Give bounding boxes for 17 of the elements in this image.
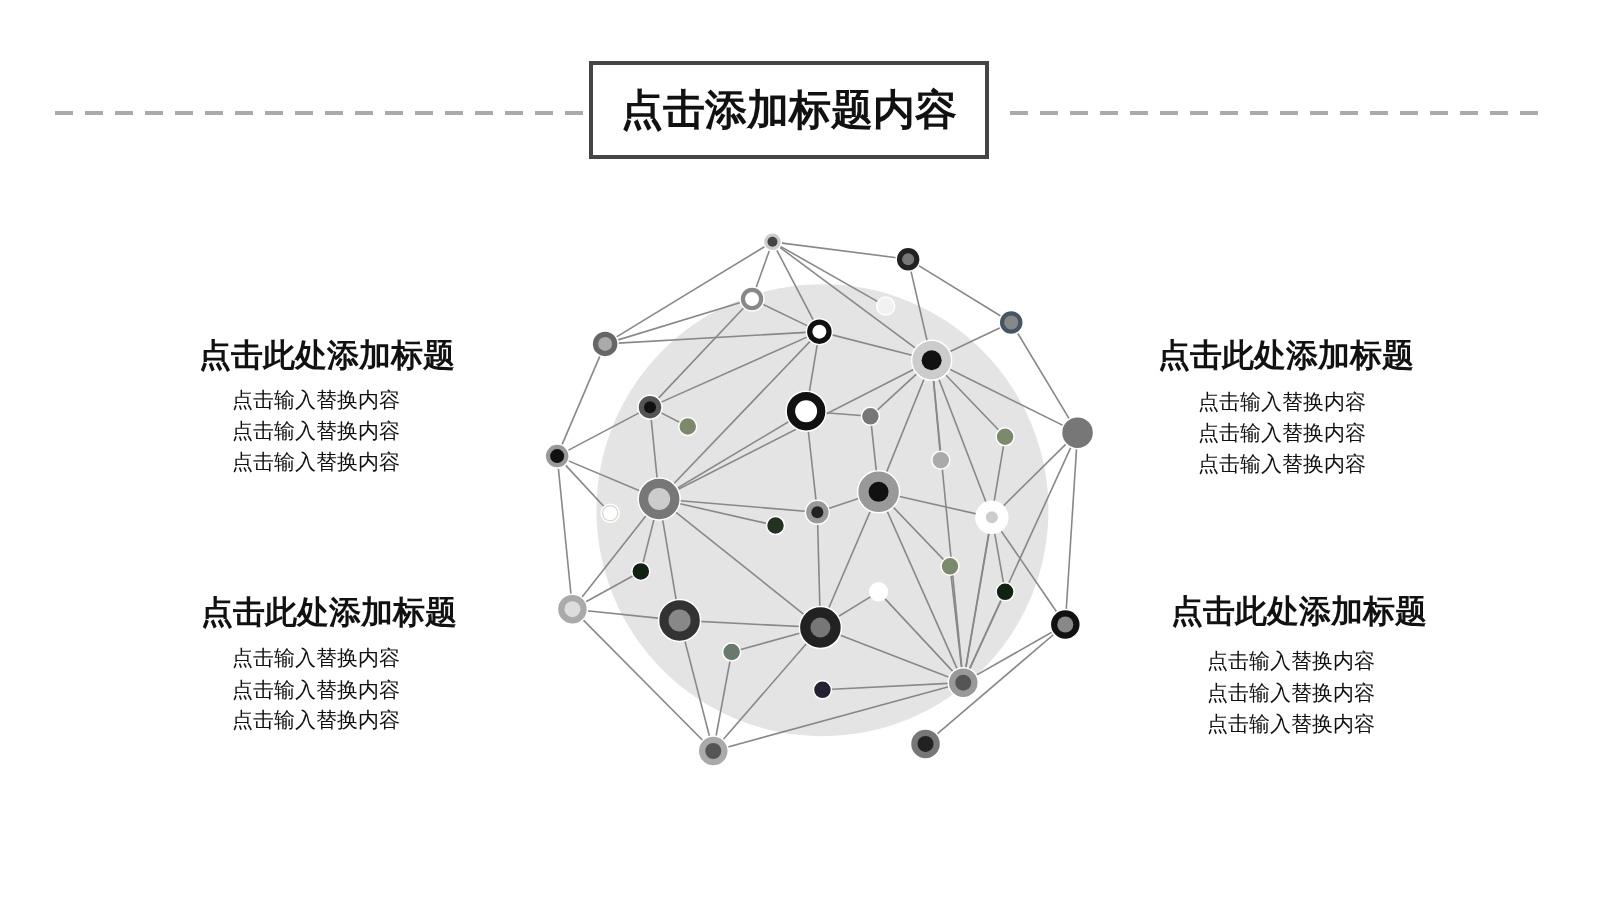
body-text: 点击输入替换内容 — [1198, 451, 1366, 478]
body-text: 点击输入替换内容 — [232, 645, 400, 672]
section-heading: 点击此处添加标题 — [201, 592, 457, 633]
body-text: 点击输入替换内容 — [1198, 420, 1366, 447]
body-text: 点击输入替换内容 — [232, 677, 400, 704]
body-text: 点击输入替换内容 — [1207, 648, 1375, 675]
title-banner: 点击添加标题内容 — [589, 61, 989, 159]
section-heading: 点击此处添加标题 — [199, 335, 455, 376]
body-text: 点击输入替换内容 — [1198, 389, 1366, 416]
body-text: 点击输入替换内容 — [232, 387, 400, 414]
body-text: 点击输入替换内容 — [1207, 680, 1375, 707]
body-text: 点击输入替换内容 — [232, 707, 400, 734]
section-heading: 点击此处添加标题 — [1158, 335, 1414, 376]
body-text: 点击输入替换内容 — [232, 449, 400, 476]
section-heading: 点击此处添加标题 — [1171, 591, 1427, 632]
body-text: 点击输入替换内容 — [232, 418, 400, 445]
body-text: 点击输入替换内容 — [1207, 711, 1375, 738]
